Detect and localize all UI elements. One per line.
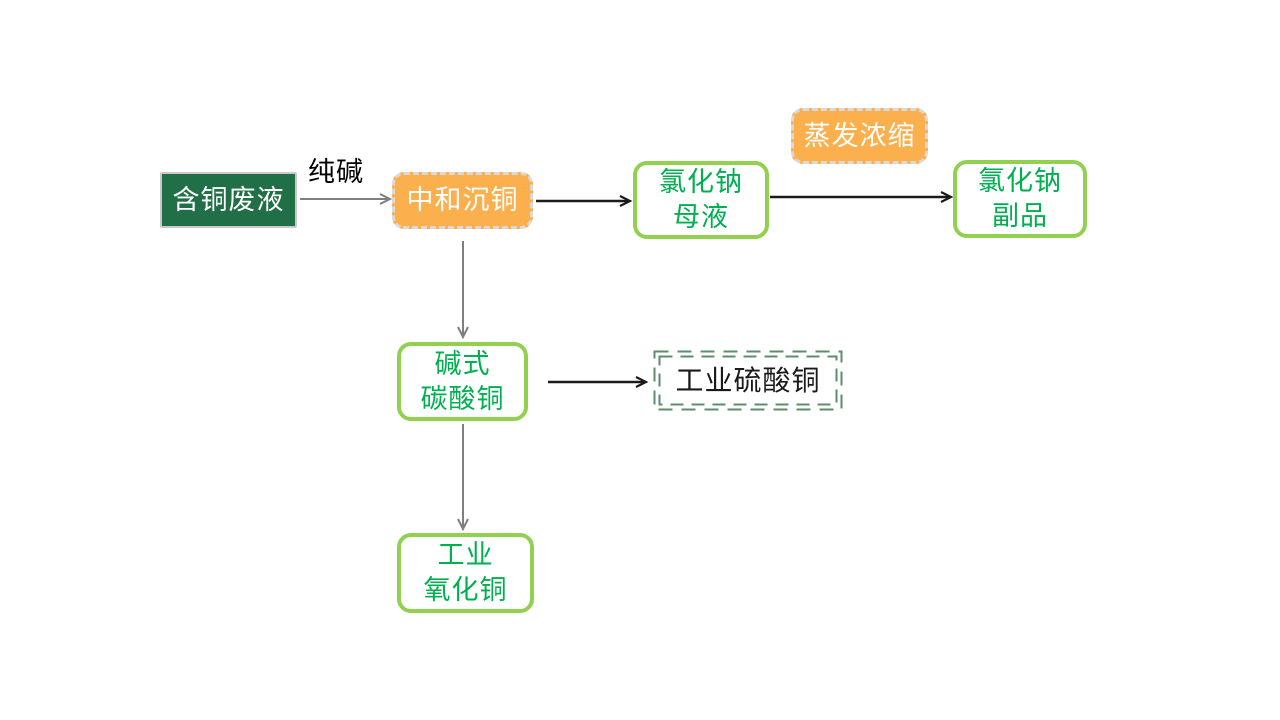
node-nacl-mother-liquor: 氯化钠 母液 <box>633 161 769 239</box>
double-dashed-border <box>653 350 843 411</box>
node-nacl-byproduct-line1: 氯化钠 <box>978 166 1062 196</box>
node-basic-copper-carbonate: 碱式 碳酸铜 <box>397 342 528 421</box>
node-neutralize-precipitate: 中和沉铜 <box>392 172 533 229</box>
node-industrial-copper-oxide-line1: 工业 <box>437 540 494 570</box>
node-nacl-mother-liquor-line2: 母液 <box>673 202 729 232</box>
node-copper-waste: 含铜废液 <box>160 172 297 228</box>
node-basic-copper-carbonate-line2: 碳酸铜 <box>420 383 505 414</box>
node-nacl-mother-liquor-line1: 氯化钠 <box>659 167 743 197</box>
edge-label-soda-ash: 纯碱 <box>308 157 364 187</box>
node-nacl-byproduct: 氯化钠 副品 <box>953 160 1087 238</box>
node-industrial-copper-oxide: 工业 氧化铜 <box>397 533 534 613</box>
node-industrial-copper-sulfate-label: 工业硫酸铜 <box>675 365 821 396</box>
node-nacl-byproduct-line2: 副品 <box>992 201 1048 231</box>
node-basic-copper-carbonate-line1: 碱式 <box>434 348 491 379</box>
node-evaporate-concentrate-label: 蒸发浓缩 <box>803 120 916 151</box>
node-neutralize-precipitate-label: 中和沉铜 <box>406 185 519 215</box>
node-evaporate-concentrate: 蒸发浓缩 <box>791 108 928 164</box>
node-industrial-copper-oxide-line2: 氧化铜 <box>423 575 508 605</box>
node-copper-waste-label: 含铜废液 <box>172 184 285 215</box>
node-industrial-copper-sulfate: 工业硫酸铜 <box>653 350 843 411</box>
